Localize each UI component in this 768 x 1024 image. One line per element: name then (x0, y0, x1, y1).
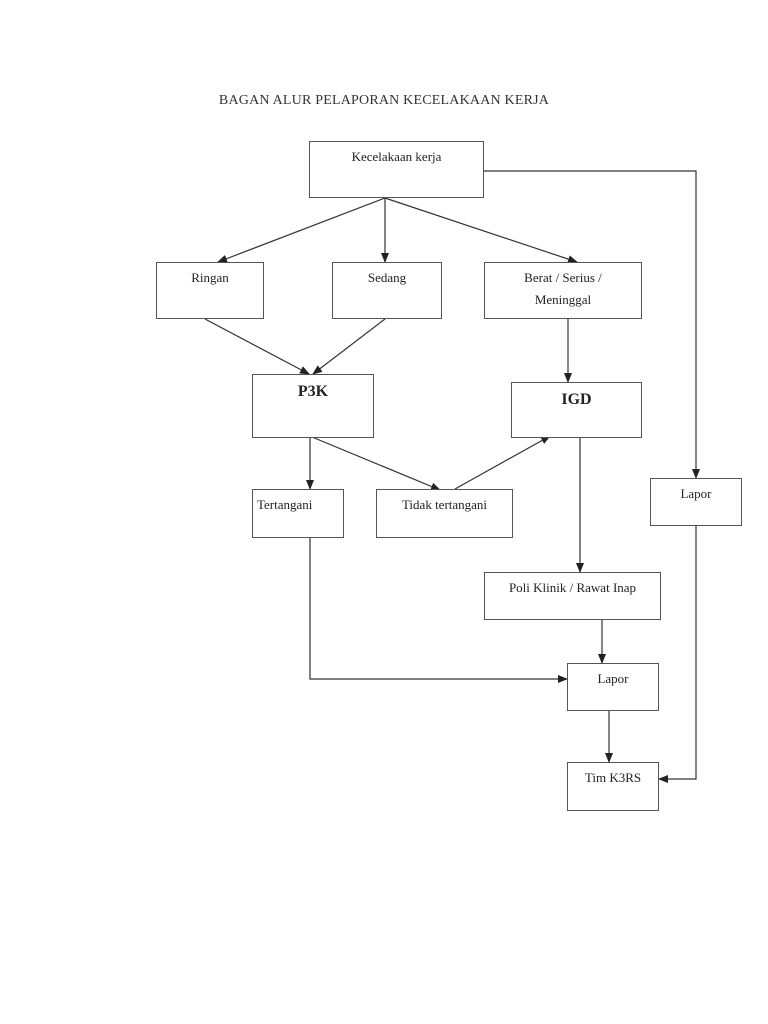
diagram-title: BAGAN ALUR PELAPORAN KECELAKAAN KERJA (218, 93, 550, 108)
node-tim-k3rs: Tim K3RS (567, 762, 659, 811)
node-tidak-tertangani: Tidak tertangani (376, 489, 513, 538)
node-p3k: P3K (252, 374, 374, 438)
node-lapor-bottom: Lapor (567, 663, 659, 711)
edge-ringan-p3k (204, 318, 310, 375)
edge-sedang-p3k (312, 318, 386, 375)
node-ringan: Ringan (156, 262, 264, 319)
edge-p3k-tidak-tertangani (311, 436, 441, 491)
edge-lapor-right-tim (658, 526, 697, 783)
node-lapor-right: Lapor (650, 478, 742, 526)
node-tertangani: Tertangani (252, 489, 344, 538)
edge-kecelakaan-ringan (217, 197, 386, 263)
edge-tidak-tertangani-igd (454, 435, 551, 490)
node-kecelakaan-kerja: Kecelakaan kerja (309, 141, 484, 198)
node-sedang: Sedang (332, 262, 442, 319)
edge-kecelakaan-lapor (483, 170, 700, 479)
edge-kecelakaan-berat (384, 197, 578, 263)
node-poli-klinik-rawat-inap: Poli Klinik / Rawat Inap (484, 572, 661, 620)
node-berat-serius-meninggal: Berat / Serius / Meninggal (484, 262, 642, 319)
node-igd: IGD (511, 382, 642, 438)
edge-tertangani-lapor (309, 537, 568, 683)
